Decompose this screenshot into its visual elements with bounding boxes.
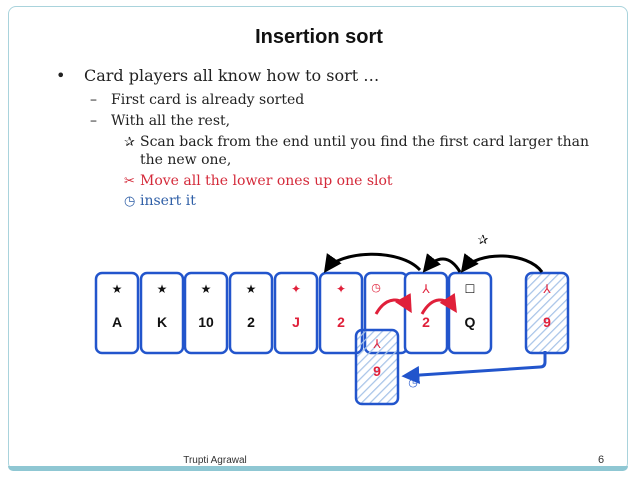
- card: ⅄9: [524, 271, 570, 355]
- card-body: [228, 271, 274, 355]
- step-move: ✂ Move all the lower ones up one slot: [124, 173, 393, 189]
- step-scan-line2: the new one,: [140, 152, 232, 168]
- scissors-icon: ✂: [124, 174, 135, 189]
- scan-arrow-2: [422, 253, 462, 273]
- card-suit: ⅄: [542, 282, 551, 296]
- card: ★A: [94, 271, 140, 355]
- clock-icon: ◷: [408, 376, 418, 389]
- card-rank: 10: [198, 314, 214, 330]
- card-rank: 2: [247, 314, 255, 330]
- card-suit: ★: [157, 282, 168, 296]
- new-card: ⅄ 9: [354, 328, 400, 406]
- step-move-text: Move all the lower ones up one slot: [140, 173, 393, 189]
- dash-marker: –: [90, 113, 97, 129]
- card-rank: Q: [465, 314, 476, 330]
- new-card-rank: 9: [373, 363, 381, 379]
- card-body: [524, 271, 570, 355]
- star-outline-icon: ✰: [124, 135, 135, 150]
- card-rank: 2: [422, 314, 430, 330]
- card-suit: ★: [246, 282, 257, 296]
- bullet-sub-2: With all the rest,: [111, 113, 231, 129]
- card-body: [318, 271, 364, 355]
- card-rank: K: [157, 314, 167, 330]
- card-body: [139, 271, 185, 355]
- card-rank: J: [292, 314, 300, 330]
- card-suit: ☐: [465, 282, 476, 296]
- card: ⅄2: [403, 271, 449, 355]
- card-suit: ★: [201, 282, 212, 296]
- card-rank: 9: [543, 314, 551, 330]
- clock-icon: ◷: [371, 281, 381, 294]
- star-outline-icon: ✰: [478, 233, 489, 248]
- shift-arrow-1: [374, 293, 412, 315]
- card: ★K: [139, 271, 185, 355]
- bullet-list: • Card players all know how to sort … – …: [0, 0, 638, 230]
- page-number: 6: [598, 454, 605, 466]
- card: ✦J: [273, 271, 319, 355]
- card-rank: 2: [337, 314, 345, 330]
- slide-title: Insertion sort: [255, 26, 383, 48]
- take-out-arrow: [401, 351, 547, 385]
- new-card-suit: ⅄: [372, 337, 381, 351]
- card-rank: A: [112, 314, 122, 330]
- card-suit: ✦: [336, 282, 346, 296]
- bullet-sub-1: First card is already sorted: [111, 92, 305, 108]
- shift-arrow-2: [420, 293, 457, 315]
- new-card-body: [354, 328, 400, 406]
- step-insert-text: insert it: [140, 193, 196, 209]
- slide-frame-bottom-bar: [8, 466, 628, 471]
- card: ☐Q: [447, 271, 493, 355]
- scan-arrow-3: [323, 252, 422, 273]
- bullet-main: Card players all know how to sort …: [84, 66, 380, 85]
- card-suit: ✦: [291, 282, 301, 296]
- card: ★2: [228, 271, 274, 355]
- footer-author: Trupti Agrawal: [183, 455, 247, 466]
- scan-arrow-1: [460, 253, 544, 273]
- card: ✦2: [318, 271, 364, 355]
- card-suit: ★: [112, 282, 123, 296]
- step-scan-line1: Scan back from the end until you find th…: [140, 134, 589, 150]
- card-suit: ⅄: [421, 282, 430, 296]
- card-body: [183, 271, 229, 355]
- step-insert: ◷ insert it: [124, 193, 196, 209]
- card: ★ 10: [183, 271, 229, 355]
- clock-icon: ◷: [124, 194, 136, 209]
- dash-marker: –: [90, 92, 97, 108]
- step-scan: ✰ Scan back from the end until you find t…: [124, 134, 589, 150]
- card-body: [273, 271, 319, 355]
- card-row: ★A★K★10★2✦J✦2⅄2☐Q⅄9: [94, 271, 570, 355]
- bullet-marker: •: [56, 66, 66, 85]
- card-body: [94, 271, 140, 355]
